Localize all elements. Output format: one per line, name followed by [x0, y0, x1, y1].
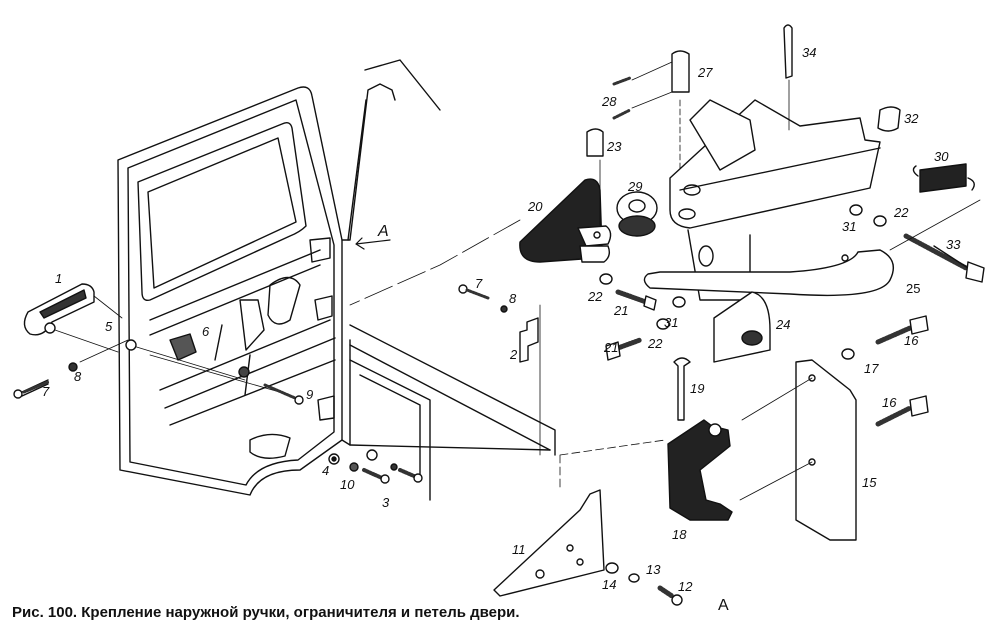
label-part-13: 13	[646, 562, 661, 577]
label-part-15: 15	[862, 475, 877, 490]
label-part-30: 30	[934, 149, 949, 164]
spring-30	[912, 163, 975, 193]
label-part-8-right: 8	[509, 291, 517, 306]
label-part-4: 4	[322, 463, 330, 478]
arm-25	[643, 249, 894, 297]
door-panel	[117, 59, 556, 501]
label-part-2: 2	[510, 347, 518, 362]
hinge-11	[493, 489, 605, 597]
label-part-28: 28	[602, 94, 617, 109]
label-part-10: 10	[340, 477, 355, 492]
stop-24	[713, 291, 771, 363]
label-part-7-right: 7	[475, 276, 483, 291]
label-part-7-left: 7	[42, 384, 50, 399]
label-part-22-left: 22	[588, 289, 603, 304]
label-part-21-top: 21	[614, 303, 629, 318]
label-part-29: 29	[628, 179, 643, 194]
label-part-1: 1	[55, 271, 63, 286]
label-part-17: 17	[864, 361, 879, 376]
label-part-24: 24	[776, 317, 791, 332]
label-part-31-left: 31	[664, 315, 679, 330]
screw-7-left	[13, 379, 50, 399]
view-marker-a-top: А	[378, 223, 389, 240]
label-part-32: 32	[904, 111, 919, 126]
label-part-31-right: 31	[842, 219, 857, 234]
roller-29	[616, 191, 658, 237]
label-part-16-bottom: 16	[882, 395, 897, 410]
limiter-arm	[669, 99, 881, 301]
door-handle	[23, 283, 95, 336]
label-part-22-right: 22	[894, 205, 909, 220]
label-part-21-bottom: 21	[604, 340, 619, 355]
hinge-18	[667, 419, 733, 521]
label-part-18: 18	[672, 527, 687, 542]
label-part-33: 33	[946, 237, 961, 252]
label-part-14: 14	[602, 577, 617, 592]
label-part-6: 6	[202, 324, 210, 339]
label-part-11: 11	[512, 542, 526, 557]
label-part-23: 23	[607, 139, 622, 154]
label-part-34: 34	[802, 45, 817, 60]
label-part-16-top: 16	[904, 333, 919, 348]
label-part-22-mid: 22	[648, 336, 663, 351]
label-part-25: 25	[906, 281, 921, 296]
label-part-20: 20	[528, 199, 543, 214]
label-part-27: 27	[698, 65, 713, 80]
label-part-8-left: 8	[74, 369, 82, 384]
bracket-2	[519, 317, 539, 363]
hinge-plate-15	[795, 359, 857, 541]
nut-8-left	[68, 362, 78, 372]
view-marker-a-bottom: А	[718, 597, 729, 614]
hinge-bracket-20	[519, 178, 612, 263]
door-window	[137, 121, 307, 302]
label-part-9: 9	[306, 387, 314, 402]
label-part-12: 12	[678, 579, 693, 594]
label-part-3: 3	[382, 495, 390, 510]
label-part-19: 19	[690, 381, 705, 396]
figure-caption: Рис. 100. Крепление наружной ручки, огра…	[12, 604, 520, 621]
label-part-5: 5	[105, 319, 113, 334]
